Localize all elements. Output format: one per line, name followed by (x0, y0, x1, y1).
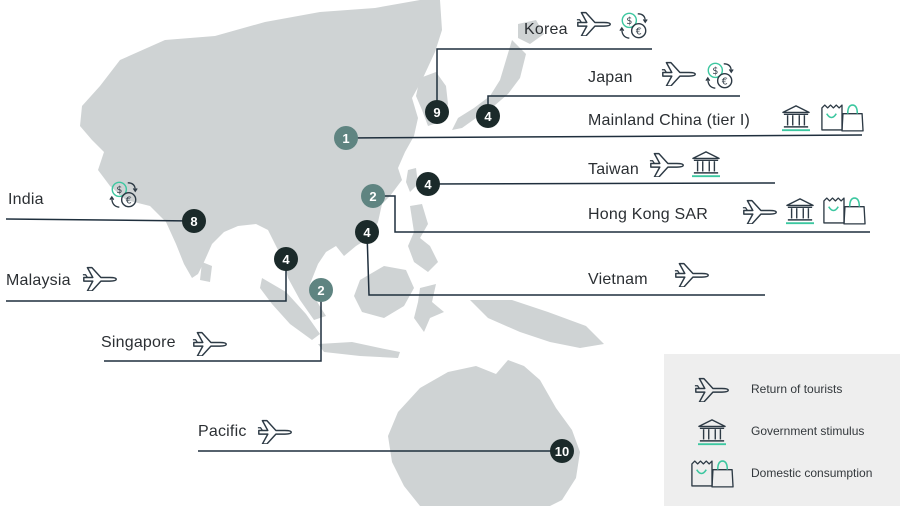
legend-label-consumption: Domestic consumption (751, 466, 873, 480)
leader-line-india (5, 218, 195, 222)
landmass-hokkaido (518, 20, 544, 44)
rank-marker-number: 10 (555, 444, 569, 459)
korea-currency-exchange-icon (619, 12, 648, 39)
legend-label-stimulus: Government stimulus (751, 424, 865, 438)
label-pacific: Pacific (198, 423, 247, 440)
label-singapore: Singapore (101, 334, 176, 351)
label-taiwan: Taiwan (588, 161, 640, 178)
landmass-sri-lanka (200, 262, 212, 282)
label-malaysia: Malaysia (6, 272, 71, 289)
rank-marker-circle (274, 247, 298, 271)
landmass-java (318, 342, 400, 358)
label-india: India (8, 191, 44, 208)
leader-line-singapore (104, 290, 322, 362)
landmass (80, 0, 604, 506)
label-vietnam: Vietnam (588, 271, 648, 288)
rank-marker-circle (309, 278, 333, 302)
korea-plane-icon (576, 11, 611, 36)
rank-marker-number: 9 (433, 105, 440, 120)
label-mainland-china: Mainland China (tier I) (588, 112, 750, 129)
landmass-new-guinea (470, 300, 604, 348)
rank-marker-circle (361, 184, 385, 208)
taiwan-bank-icon (691, 150, 721, 178)
mainland-china-shopping-bags-icon (821, 104, 864, 132)
rank-marker-circle (182, 209, 206, 233)
legend-shopping-bags-icon (690, 458, 734, 489)
japan-plane-icon (661, 61, 696, 86)
mainland-china-bank-icon (781, 104, 811, 132)
rank-marker-malaysia: 4 (274, 247, 298, 271)
rank-marker-circle (476, 104, 500, 128)
label-japan: Japan (588, 69, 633, 86)
rank-marker-vietnam: 4 (355, 220, 379, 244)
label-korea: Korea (524, 21, 568, 38)
rank-marker-hong-kong: 2 (361, 184, 385, 208)
taiwan-plane-icon (649, 152, 684, 177)
rank-marker-circle (550, 439, 574, 463)
landmass-sumatra (260, 278, 320, 340)
hong-kong-bank-icon (785, 197, 815, 225)
rank-marker-circle (334, 126, 358, 150)
rank-marker-mainland-china: 1 (334, 126, 358, 150)
rank-marker-number: 2 (369, 189, 376, 204)
hong-kong-shopping-bags-icon (823, 197, 866, 225)
rank-marker-singapore: 2 (309, 278, 333, 302)
rank-marker-circle (425, 100, 449, 124)
rank-marker-japan: 4 (476, 104, 500, 128)
rank-marker-korea: 9 (425, 100, 449, 124)
landmass-asia (80, 0, 442, 320)
legend-label-tourists: Return of tourists (751, 382, 843, 396)
leader-line-malaysia (6, 259, 287, 302)
pacific-plane-icon (257, 419, 292, 444)
legend-bank-icon (697, 418, 727, 446)
rank-marker-number: 2 (317, 283, 324, 298)
malaysia-plane-icon (82, 266, 117, 291)
leader-line-vietnam (366, 231, 765, 296)
rank-marker-circle (416, 172, 440, 196)
rank-marker-india: 8 (182, 209, 206, 233)
leader-lines (5, 48, 870, 452)
rank-marker-number: 4 (282, 252, 290, 267)
vietnam-plane-icon (674, 262, 709, 287)
landmass-borneo (354, 266, 414, 318)
legend-plane-icon (694, 375, 730, 402)
landmass-philippines (408, 204, 438, 272)
leader-line-taiwan (427, 182, 776, 185)
leader-line-mainland-china (345, 134, 863, 139)
rank-marker-number: 1 (342, 131, 349, 146)
japan-currency-exchange-icon (705, 62, 734, 89)
label-hong-kong: Hong Kong SAR (588, 206, 709, 223)
landmass-australia (388, 360, 580, 506)
hong-kong-plane-icon (742, 199, 777, 224)
rank-markers: 9 4 1 4 2 4 8 4 2 10 (182, 100, 574, 463)
rank-marker-number: 4 (424, 177, 432, 192)
leader-line-korea (436, 48, 652, 112)
rank-marker-number: 4 (484, 109, 492, 124)
landmass-japan (452, 40, 526, 130)
landmass-sulawesi (414, 284, 444, 332)
rank-marker-number: 8 (190, 214, 197, 229)
legend (664, 354, 900, 506)
singapore-plane-icon (192, 331, 227, 356)
landmass-taiwan (406, 168, 418, 192)
rank-marker-taiwan: 4 (416, 172, 440, 196)
rank-marker-number: 4 (363, 225, 371, 240)
rank-marker-pacific: 10 (550, 439, 574, 463)
rank-marker-circle (355, 220, 379, 244)
